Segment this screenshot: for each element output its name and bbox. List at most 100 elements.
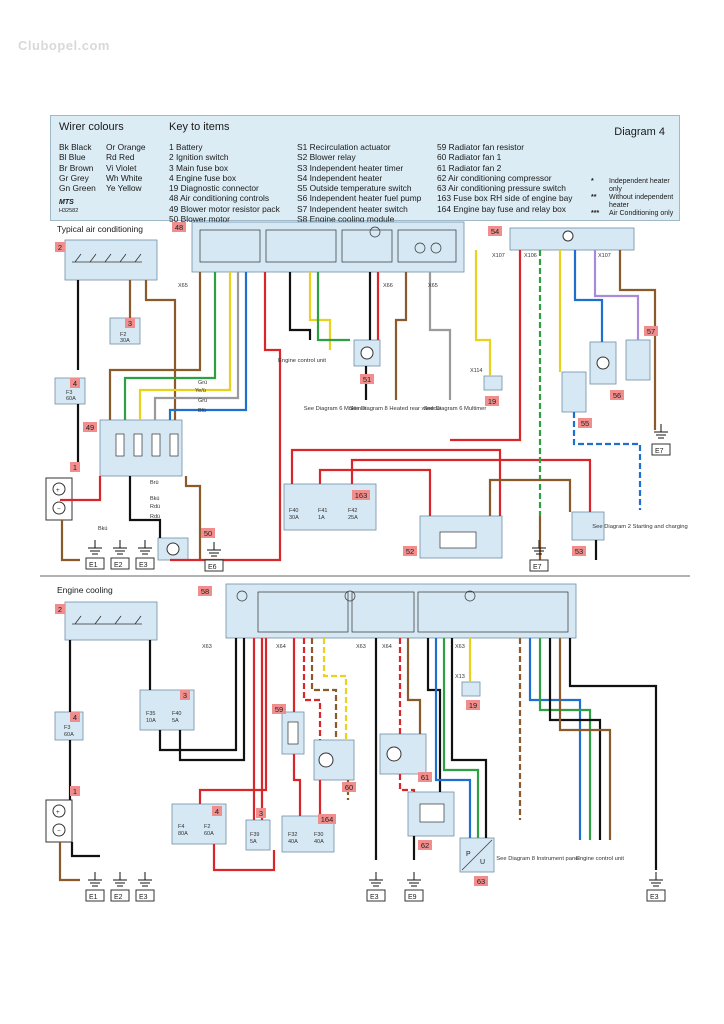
wire-colours-title: Wirer colours — [59, 121, 124, 133]
svg-text:F30: F30 — [314, 832, 323, 838]
key-item: S3 Independent heater timer — [297, 162, 404, 173]
svg-text:Bkü: Bkü — [98, 526, 107, 532]
key-item: 60 Radiator fan 1 — [437, 152, 502, 163]
svg-text:19: 19 — [488, 397, 496, 406]
diagram-label: Diagram 4 — [614, 126, 665, 138]
svg-text:60A: 60A — [64, 732, 74, 738]
svg-text:10A: 10A — [146, 718, 156, 724]
wire-colours-right: Or Orange Rd Red Vi Violet Wh White Ye Y… — [106, 142, 146, 193]
svg-text:5A: 5A — [172, 718, 179, 724]
wire-colour: Rd Red — [106, 152, 135, 163]
key-item: S2 Blower relay — [297, 152, 356, 163]
svg-text:4: 4 — [73, 379, 77, 388]
svg-text:Grü: Grü — [198, 398, 207, 404]
watermark: Clubopel.com — [18, 38, 110, 53]
svg-text:X66: X66 — [383, 283, 393, 289]
svg-text:Brü: Brü — [150, 480, 159, 486]
heater-switch — [625, 339, 651, 381]
svg-text:1: 1 — [73, 787, 77, 796]
section-title-engine-cooling: Engine cooling — [57, 585, 113, 595]
svg-text:1: 1 — [73, 463, 77, 472]
wire-colour: Bk Black — [59, 142, 92, 152]
svg-text:E3: E3 — [370, 894, 379, 901]
svg-text:Engine control unit: Engine control unit — [576, 856, 624, 862]
svg-text:49: 49 — [86, 423, 94, 432]
key-item: 4 Engine fuse box — [169, 172, 237, 183]
svg-text:F2: F2 — [120, 332, 126, 338]
mts-code: H32582 — [59, 208, 79, 214]
key-item: 48 Air conditioning controls — [169, 193, 270, 204]
wire-colour: Bl Blue — [59, 152, 86, 163]
wire-colour: Wh White — [106, 172, 143, 183]
svg-text:F2: F2 — [204, 824, 210, 830]
svg-text:52: 52 — [406, 547, 414, 556]
asterisk-note: ***Air Conditioning only — [591, 210, 674, 217]
fuse-f39 — [245, 819, 271, 851]
wire-colour: Gn Green — [59, 183, 96, 194]
svg-text:E1: E1 — [89, 894, 98, 901]
key-item: 1 Battery — [169, 142, 203, 152]
earth-symbols-top — [88, 424, 668, 557]
svg-text:30A: 30A — [289, 515, 299, 521]
key-item: 49 Blower motor resistor pack — [169, 203, 280, 214]
svg-text:F40: F40 — [289, 508, 298, 514]
svg-text:61: 61 — [421, 773, 429, 782]
key-item: 62 Air conditioning compressor — [437, 172, 552, 183]
svg-text:56: 56 — [613, 391, 621, 400]
key-item: S7 Independent heater switch — [297, 203, 408, 214]
key-col-1: 1 Battery 2 Ignition switch 3 Main fuse … — [169, 142, 280, 224]
svg-text:164: 164 — [321, 815, 334, 824]
svg-text:58: 58 — [201, 587, 209, 596]
asterisk-note: **Without independent heater — [591, 194, 674, 209]
svg-text:See Diagram 6 Multimer: See Diagram 6 Multimer — [424, 406, 487, 412]
svg-text:60A: 60A — [66, 396, 76, 402]
svg-text:Rdü: Rdü — [150, 514, 160, 520]
svg-text:5A: 5A — [250, 839, 257, 845]
svg-text:See Diagram 2 Starting and cha: See Diagram 2 Starting and charging — [592, 524, 687, 530]
svg-text:−: − — [57, 828, 61, 835]
ignition-switch-bottom — [64, 601, 158, 641]
svg-text:X63: X63 — [356, 644, 366, 650]
svg-text:−: − — [57, 506, 61, 513]
key-item: 61 Radiator fan 2 — [437, 162, 502, 173]
svg-text:X107: X107 — [492, 253, 505, 259]
wire-colours-left: Bk Black Bl Blue Br Brown Gr Grey Gn Gre… — [59, 142, 96, 193]
svg-text:E2: E2 — [114, 562, 123, 569]
key-item: 50 Blower motor — [169, 214, 230, 225]
svg-text:E7: E7 — [533, 564, 542, 571]
svg-text:Ye/ü: Ye/ü — [195, 388, 206, 394]
svg-text:1A: 1A — [318, 515, 325, 521]
svg-text:E1: E1 — [89, 562, 98, 569]
svg-text:F4: F4 — [178, 824, 184, 830]
svg-text:30A: 30A — [120, 338, 130, 344]
wire-colour: Gr Grey — [59, 172, 89, 183]
diagnostic-connector-bottom — [461, 681, 481, 697]
mts-logo: MTS — [59, 199, 74, 206]
key-item: S1 Recirculation actuator — [297, 142, 391, 152]
wire-colour: Ye Yellow — [106, 183, 142, 194]
svg-text:See Diagram 6 Multimer: See Diagram 6 Multimer — [304, 406, 367, 412]
svg-text:54: 54 — [491, 227, 499, 236]
svg-text:19: 19 — [469, 701, 477, 710]
svg-text:62: 62 — [421, 841, 429, 850]
ac-controls — [191, 221, 465, 273]
engine-cooling-module — [225, 583, 577, 639]
svg-text:55: 55 — [581, 419, 589, 428]
svg-text:48: 48 — [175, 223, 183, 232]
svg-text:X63: X63 — [455, 644, 465, 650]
svg-text:X13: X13 — [455, 674, 465, 680]
pressure-switch-top — [571, 511, 605, 541]
svg-text:2: 2 — [58, 605, 62, 614]
earth-symbols-bottom — [88, 872, 663, 887]
svg-text:Grü: Grü — [198, 380, 207, 386]
key-col-3: 59 Radiator fan resistor 60 Radiator fan… — [437, 142, 572, 214]
wire-colour: Or Orange — [106, 142, 146, 152]
svg-text:Blü: Blü — [198, 408, 206, 414]
svg-text:E3: E3 — [139, 894, 148, 901]
key-item: 3 Main fuse box — [169, 162, 229, 173]
svg-text:P: P — [466, 851, 471, 858]
svg-text:E9: E9 — [408, 894, 417, 901]
svg-text:E7: E7 — [655, 448, 664, 455]
key-item: 2 Ignition switch — [169, 152, 229, 163]
svg-text:3: 3 — [259, 809, 263, 818]
